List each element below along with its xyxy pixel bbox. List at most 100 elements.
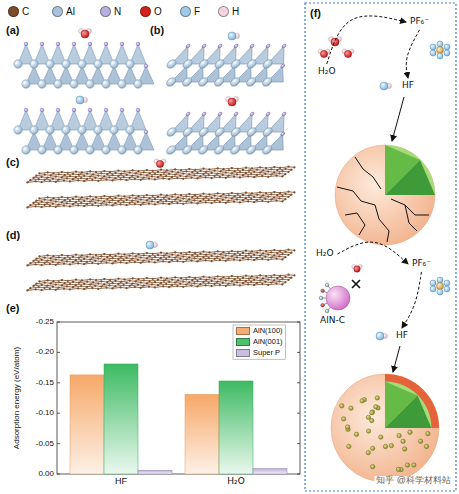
carbon-atom bbox=[264, 256, 266, 258]
coating-particle bbox=[408, 430, 412, 434]
coating-particle bbox=[349, 406, 353, 410]
fluorine-atom bbox=[444, 44, 450, 50]
carbon-atom bbox=[194, 194, 196, 196]
aluminium-atom bbox=[134, 146, 142, 154]
tick-label: -0.05 bbox=[36, 439, 54, 448]
carbon-atom bbox=[211, 197, 213, 199]
carbon-atom bbox=[287, 274, 289, 276]
carbon-atom bbox=[236, 198, 238, 200]
carbon-atom bbox=[103, 175, 105, 177]
carbon-atom bbox=[196, 255, 198, 257]
carbon-atom bbox=[125, 179, 127, 181]
carbon-atom bbox=[176, 285, 178, 287]
tick bbox=[297, 352, 300, 353]
carbon-atom bbox=[40, 206, 42, 208]
crack bbox=[345, 213, 365, 235]
carbon-atom bbox=[188, 251, 190, 253]
carbon-atom bbox=[216, 198, 218, 200]
carbon-atom bbox=[91, 204, 93, 206]
surface-atom bbox=[321, 289, 325, 293]
aluminium-atom bbox=[54, 146, 62, 154]
nitrogen-atom bbox=[281, 44, 286, 48]
carbon-atom bbox=[69, 180, 71, 182]
carbon-atom bbox=[75, 259, 77, 261]
carbon-atom bbox=[222, 257, 224, 259]
aluminium-atom bbox=[213, 60, 225, 68]
carbon-atom bbox=[219, 284, 221, 286]
carbon-atom bbox=[222, 276, 224, 278]
carbon-atom bbox=[129, 255, 131, 257]
carbon-atom bbox=[109, 279, 111, 281]
coating-particle bbox=[360, 399, 364, 403]
carbon-atom bbox=[61, 171, 63, 173]
phosphorus-atom bbox=[437, 283, 444, 290]
carbon-atom bbox=[63, 205, 65, 207]
carbon-atom bbox=[105, 262, 107, 264]
carbon-atom bbox=[80, 202, 82, 204]
carbon-atom bbox=[217, 250, 219, 252]
nitrogen-atom bbox=[136, 42, 140, 46]
tick bbox=[297, 474, 300, 475]
carbon-atom bbox=[137, 259, 139, 261]
nitrogen-atom bbox=[120, 42, 124, 46]
carbon-atom bbox=[162, 202, 164, 204]
carbon-atom bbox=[86, 256, 88, 258]
carbon-atom bbox=[91, 262, 93, 264]
carbon-atom bbox=[177, 254, 179, 256]
carbon-atom bbox=[262, 252, 264, 254]
carbon-atom bbox=[108, 176, 110, 178]
carbon-atom bbox=[259, 274, 261, 276]
legend-swatch bbox=[100, 6, 111, 17]
carbon-atom bbox=[114, 172, 116, 174]
carbon-atom bbox=[114, 177, 116, 179]
carbon-atom bbox=[154, 256, 156, 258]
carbon-atom bbox=[58, 261, 60, 263]
aluminium-atom bbox=[213, 78, 225, 86]
leader-arrow bbox=[393, 346, 400, 372]
carbon-atom bbox=[134, 203, 136, 205]
carbon-atom bbox=[278, 172, 280, 174]
carbon-atom bbox=[52, 172, 54, 174]
carbon-atom bbox=[154, 286, 156, 288]
aluminium-atom bbox=[102, 80, 110, 88]
carbon-atom bbox=[205, 196, 207, 198]
nitrogen-atom bbox=[249, 44, 254, 48]
coating-particle bbox=[402, 447, 406, 451]
nitrogen-atom bbox=[280, 132, 285, 136]
carbon-atom bbox=[199, 258, 201, 260]
legend-swatch bbox=[8, 6, 19, 17]
carbon-atom bbox=[275, 175, 277, 177]
carbon-atom bbox=[245, 275, 247, 277]
carbon-atom bbox=[52, 280, 54, 282]
coating-shell bbox=[385, 374, 439, 428]
coating-particle bbox=[412, 463, 416, 467]
legend-frame bbox=[233, 325, 286, 359]
carbon-atom bbox=[108, 259, 110, 261]
carbon-atom bbox=[180, 252, 182, 254]
carbon-atom bbox=[105, 179, 107, 181]
oxygen-atom bbox=[228, 98, 236, 106]
carbon-atom bbox=[211, 172, 213, 174]
carbon-atom bbox=[174, 251, 176, 253]
carbon-atom bbox=[284, 276, 286, 278]
legend-swatch bbox=[52, 6, 63, 17]
carbon-atom bbox=[114, 255, 116, 257]
carbon-atom bbox=[233, 176, 235, 178]
water-molecule bbox=[226, 97, 239, 107]
carbon-atom bbox=[154, 203, 156, 205]
panel-label: (b) bbox=[150, 24, 164, 36]
nitrogen-atom bbox=[265, 112, 270, 116]
carbon-atom bbox=[66, 285, 68, 287]
carbon-atom bbox=[247, 175, 249, 177]
carbon-atom bbox=[190, 177, 192, 179]
carbon-atom bbox=[202, 251, 204, 253]
legend-text: Super P bbox=[253, 349, 280, 357]
aluminium-atom bbox=[245, 60, 257, 68]
carbon-atom bbox=[177, 196, 179, 198]
aluminium-atom bbox=[38, 146, 46, 154]
pf6-ion bbox=[430, 277, 450, 295]
carbon-atom bbox=[149, 197, 151, 199]
carbon-atom bbox=[89, 253, 91, 255]
carbon-atom bbox=[29, 179, 31, 181]
coating-particle bbox=[370, 410, 374, 414]
